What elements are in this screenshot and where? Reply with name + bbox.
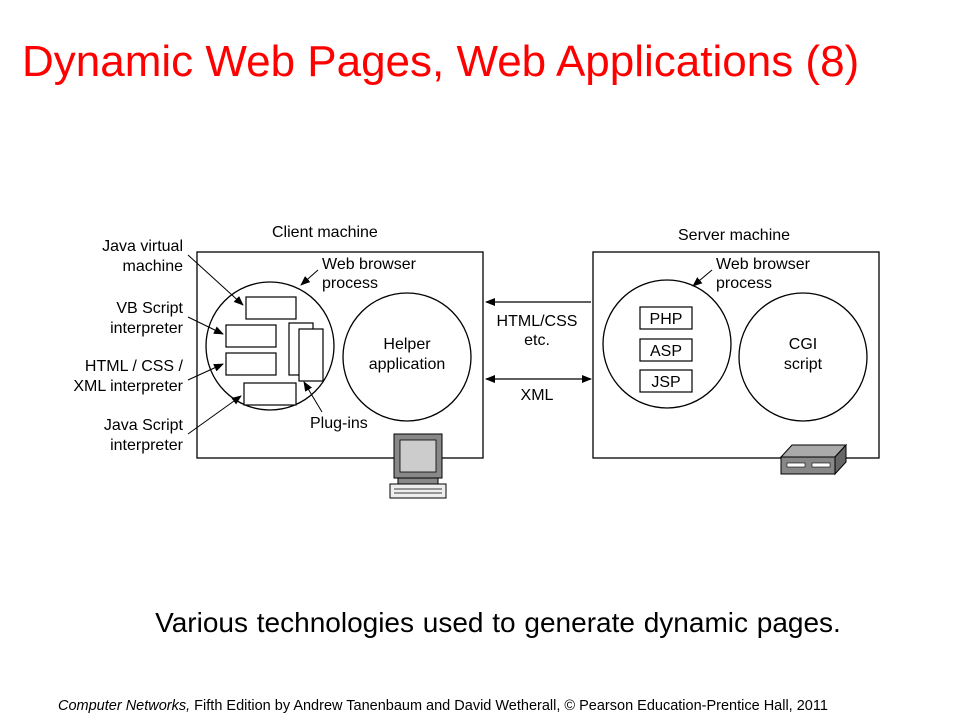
cgi-script-label: CGI [789,336,817,353]
client-browser-process-label-2: process [322,275,378,292]
figure-caption: Various technologies used to generate dy… [155,607,841,638]
client-browser-pointer [300,269,319,286]
vbscript-label-2: interpreter [110,320,184,337]
php-label: PHP [650,311,683,328]
plugins-pointer [303,381,323,413]
html-css-xml-box [225,352,277,376]
slide-title: Dynamic Web Pages, Web Applications (8) [22,37,860,86]
java-vm-box [245,296,297,320]
html-css-xml-pointer [187,363,224,381]
server-machine-label: Server machine [678,227,790,244]
javascript-label: Java Script [104,417,184,434]
footer-citation-rest: Fifth Edition by Andrew Tanenbaum and Da… [190,698,828,714]
vbscript-pointer [187,316,224,335]
footer-citation: Computer Networks, Fifth Edition by Andr… [58,697,828,715]
helper-application-label: Helper [383,336,431,353]
java-vm-label: Java virtual [102,238,183,255]
html-css-xml-label: HTML / CSS / [85,358,184,375]
javascript-box [243,382,297,406]
javascript-label-2: interpreter [110,437,184,454]
jsp-label: JSP [651,374,680,391]
java-vm-label-2: machine [123,258,184,275]
client-browser-process-circle [205,281,335,411]
helper-application-label-2: application [369,356,446,373]
server-browser-process-circle [602,279,732,409]
vbscript-label: VB Script [116,300,183,317]
html-css-xml-label-2: XML interpreter [73,378,183,395]
plugins-label: Plug-ins [310,415,368,432]
html-css-link-label-2: etc. [524,332,550,349]
java-vm-pointer [187,254,244,306]
jsp-box [639,369,693,393]
helper-application-circle [342,292,472,422]
server-browser-pointer [692,269,713,287]
client-browser-process-label: Web browser [322,256,417,273]
client-machine-label: Client machine [272,224,378,241]
asp-label: ASP [650,343,682,360]
server-browser-process-label-2: process [716,275,772,292]
xml-link-label: XML [521,387,554,404]
javascript-pointer [187,395,242,435]
cgi-script-circle [738,292,868,422]
php-box [639,306,693,330]
server-device-icon [779,443,848,476]
cgi-script-label-2: script [784,356,823,373]
server-browser-process-label: Web browser [716,256,811,273]
footer-book-title: Computer Networks, [58,698,191,714]
asp-box [639,338,693,362]
plugin-box-front [298,328,324,382]
client-machine-box [196,251,484,459]
vbscript-box [225,324,277,348]
client-computer-icon [389,433,447,499]
server-machine-box [592,251,880,459]
html-css-link-label: HTML/CSS [497,313,578,330]
